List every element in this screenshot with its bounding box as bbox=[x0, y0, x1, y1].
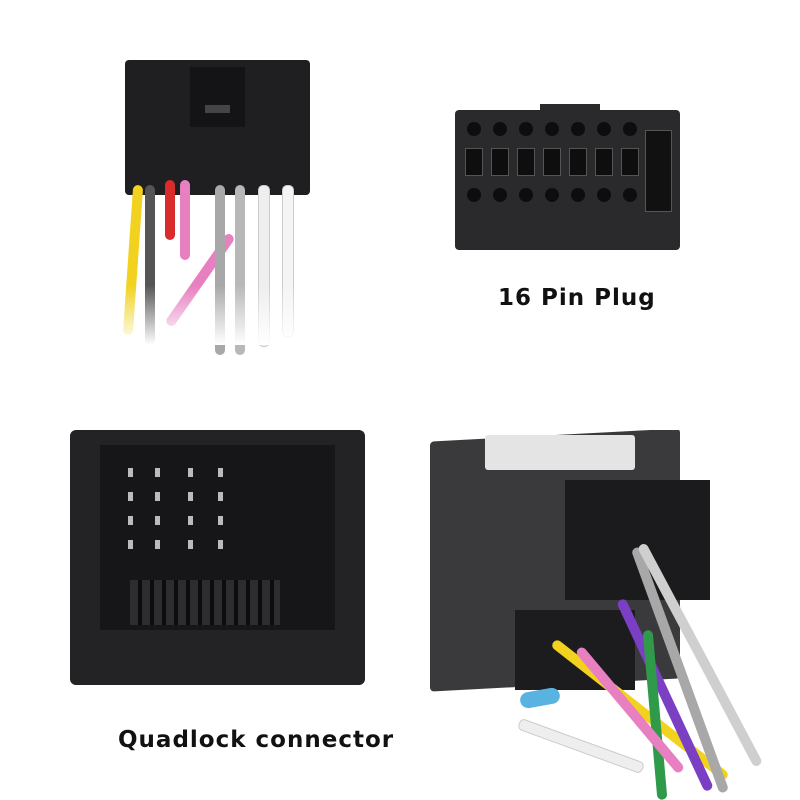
quadlock-connector-photo bbox=[70, 430, 365, 685]
iso-plug-photo bbox=[110, 55, 320, 355]
sixteen-pin-plug-label: 16 Pin Plug bbox=[498, 285, 656, 311]
quadlock-adapter-photo bbox=[425, 430, 800, 800]
quadlock-connector-label: Quadlock connector bbox=[118, 727, 395, 753]
sixteen-pin-plug-photo bbox=[455, 104, 680, 250]
